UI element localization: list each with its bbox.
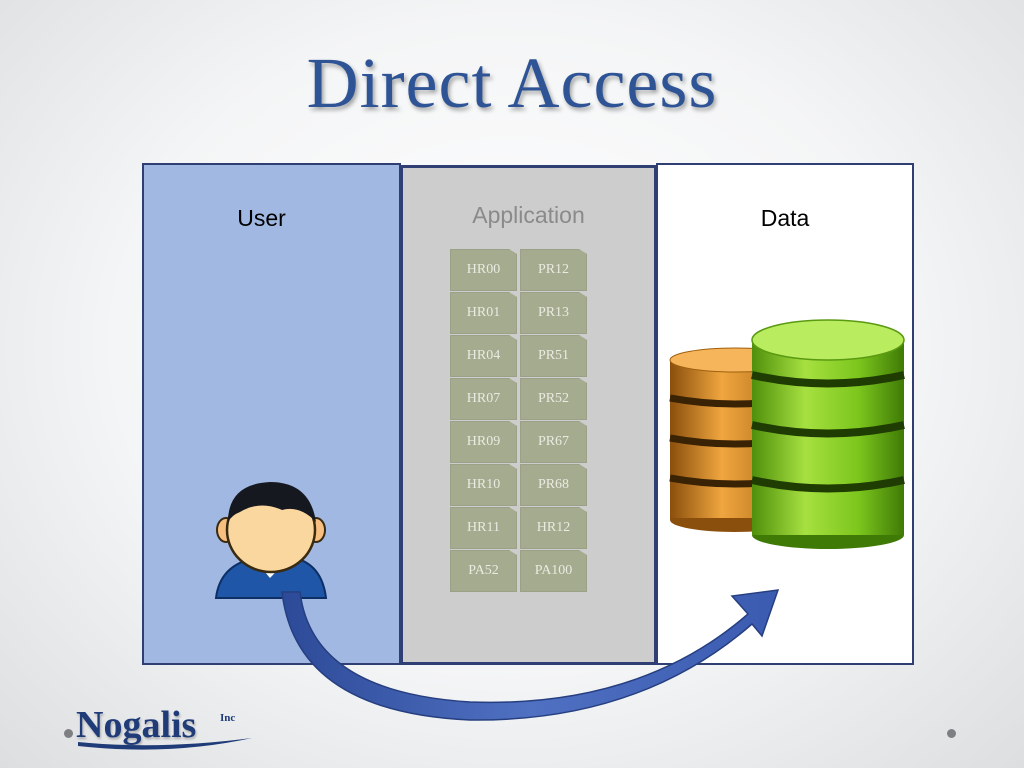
user-label: User: [237, 205, 286, 231]
module-block: PA52: [450, 550, 517, 592]
slide-dot-left: [64, 729, 73, 738]
company-logo: Nogalis: [76, 704, 197, 746]
module-block: PR68: [520, 464, 587, 506]
module-block: PR67: [520, 421, 587, 463]
module-block: HR10: [450, 464, 517, 506]
slide-dot-right: [947, 729, 956, 738]
module-block: PR52: [520, 378, 587, 420]
module-block: PR12: [520, 249, 587, 291]
module-block: HR11: [450, 507, 517, 549]
access-arrow-icon: [281, 589, 780, 721]
module-block: HR00: [450, 249, 517, 291]
module-block: HR01: [450, 292, 517, 334]
module-block: PA100: [520, 550, 587, 592]
data-label: Data: [760, 205, 810, 231]
module-block: PR51: [520, 335, 587, 377]
database-green-icon: [751, 319, 905, 549]
application-label: Application: [472, 202, 585, 228]
user-avatar-icon: [214, 482, 328, 599]
logo-suffix: Inc: [220, 712, 236, 724]
module-block: PR13: [520, 292, 587, 334]
module-block: HR04: [450, 335, 517, 377]
module-block: HR09: [450, 421, 517, 463]
slide-title: Direct Access: [306, 43, 718, 123]
module-block: HR07: [450, 378, 517, 420]
module-block: HR12: [520, 507, 587, 549]
